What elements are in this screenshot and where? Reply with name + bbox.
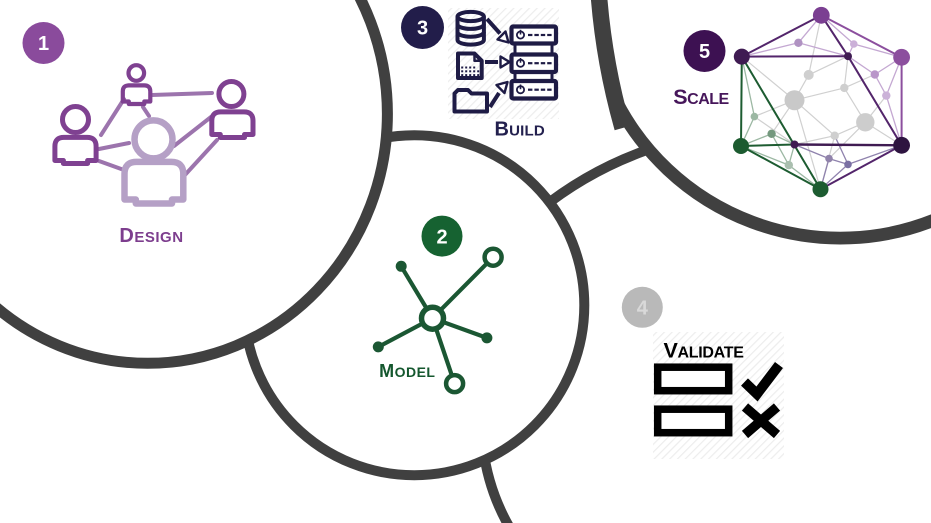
- svg-text:MODEL: MODEL: [379, 361, 435, 381]
- svg-text:2: 2: [436, 226, 447, 248]
- svg-text:5: 5: [699, 41, 710, 63]
- svg-text:1: 1: [38, 33, 49, 55]
- svg-text:DESIGN: DESIGN: [119, 225, 183, 247]
- svg-text:3: 3: [417, 18, 428, 40]
- svg-text:BUILD: BUILD: [494, 119, 544, 141]
- svg-text:4: 4: [637, 298, 649, 320]
